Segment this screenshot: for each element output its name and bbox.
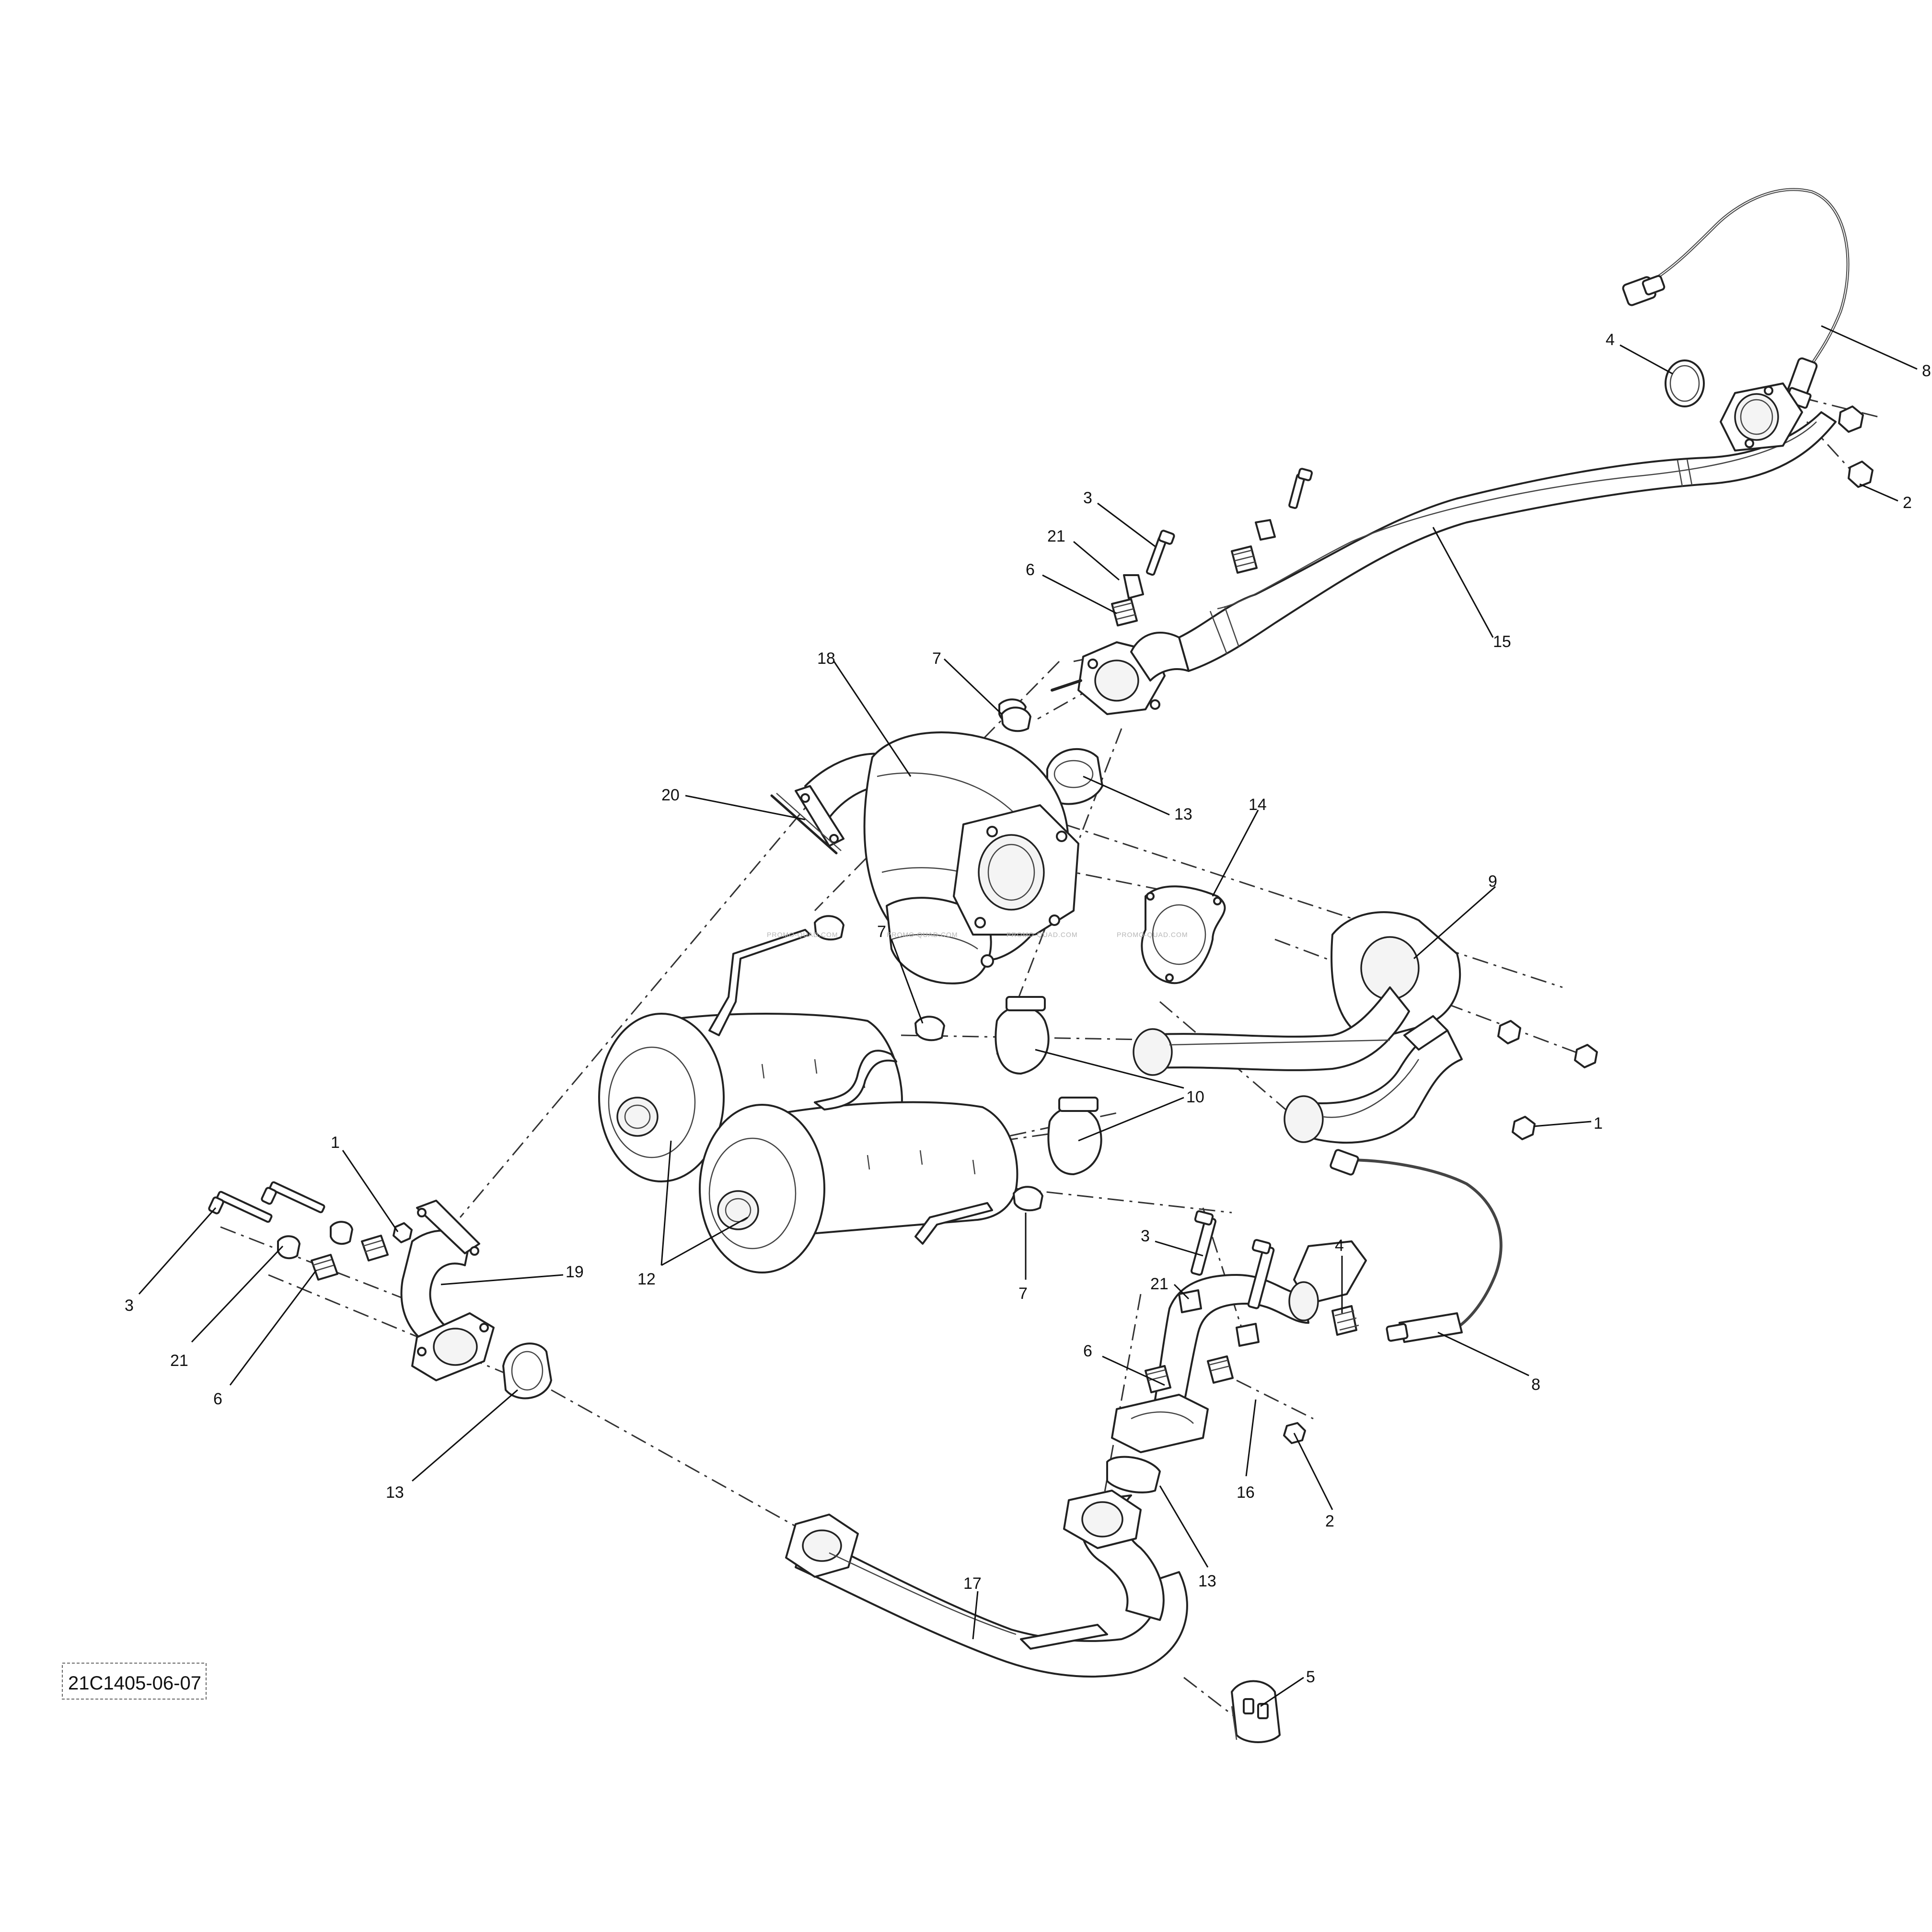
rear-cylinder-pipe (1111, 1240, 1367, 1453)
oxygen-sensor-upper (1622, 188, 1850, 409)
callout-15: 15 (1493, 633, 1511, 651)
callout-2-lower: 2 (1325, 1512, 1334, 1530)
heat-shield-washer (770, 793, 842, 855)
reference-code-box: 21C1405-06-07 (62, 1663, 207, 1700)
muffler-clamps (995, 996, 1102, 1175)
rear-pipe (785, 1490, 1188, 1678)
callout-13-lower: 13 (1198, 1572, 1216, 1590)
callout-12-a: 12 (637, 1270, 656, 1288)
callout-16: 16 (1237, 1483, 1255, 1502)
callout-4-upper: 4 (1606, 331, 1615, 349)
callout-13-left: 13 (386, 1483, 404, 1502)
svg-text:PROMO-QUAD.COM: PROMO-QUAD.COM (767, 931, 838, 938)
callout-1-left: 1 (331, 1134, 340, 1152)
watermark-strip: PROMO-QUAD.COM PROMO-QUAD.COM PROMO-QUAD… (767, 931, 1188, 938)
sealing-ring-lower-left (502, 1342, 552, 1400)
callout-8-lower: 8 (1531, 1376, 1540, 1394)
callout-9: 9 (1488, 872, 1497, 891)
callout-7-middle: 7 (877, 923, 886, 941)
callout-20: 20 (661, 786, 680, 804)
callout-14: 14 (1249, 796, 1267, 814)
callout-3-left: 3 (125, 1296, 134, 1315)
reference-code: 21C1405-06-07 (68, 1673, 201, 1694)
converter-gasket (1141, 885, 1226, 984)
callout-10: 10 (1186, 1088, 1204, 1106)
y-pipe-fasteners (1497, 1020, 1598, 1140)
assembly-axis-lines (220, 397, 1879, 1726)
svg-text:PROMO-QUAD.COM: PROMO-QUAD.COM (1117, 931, 1188, 938)
y-pipe (1133, 911, 1463, 1144)
callout-18: 18 (817, 649, 835, 668)
callout-19: 19 (566, 1263, 584, 1281)
callout-13-upper: 13 (1174, 805, 1192, 823)
callout-21-lower: 21 (1150, 1275, 1168, 1293)
callout-7-lower: 7 (1018, 1284, 1028, 1303)
exhaust-gasket-ring-upper (1665, 359, 1705, 407)
oxygen-sensor-lower (1330, 1149, 1503, 1343)
front-header-pipe (1077, 382, 1837, 715)
muffler-lower (699, 1050, 1018, 1273)
callout-leader-lines (138, 325, 1918, 1707)
callout-5: 5 (1306, 1668, 1315, 1686)
callout-6-left: 6 (213, 1390, 222, 1408)
rear-pipe-fasteners (1106, 1210, 1359, 1493)
callout-17: 17 (963, 1574, 982, 1593)
callout-8-upper: 8 (1922, 362, 1931, 380)
callout-numbers: 8 4 2 15 3 21 6 7 18 13 20 14 9 7 10 1 1… (125, 331, 1931, 1686)
callout-6-upper: 6 (1026, 561, 1035, 579)
callout-7-upper: 7 (932, 649, 941, 668)
catalytic-converter (795, 731, 1079, 984)
callout-3-lower: 3 (1141, 1227, 1150, 1245)
callout-2-upper: 2 (1903, 494, 1912, 512)
rear-header-pipe (400, 1200, 495, 1381)
svg-text:PROMO-QUAD.COM: PROMO-QUAD.COM (1006, 931, 1078, 938)
svg-text:PROMO-QUAD.COM: PROMO-QUAD.COM (887, 931, 958, 938)
rubber-mount-grommet (1231, 1680, 1281, 1743)
callout-1-right: 1 (1594, 1114, 1603, 1133)
callout-21-left: 21 (170, 1352, 188, 1370)
callout-4-lower: 4 (1335, 1237, 1344, 1255)
rear-header-fasteners (208, 1181, 413, 1281)
callout-3-upper: 3 (1083, 489, 1092, 507)
callout-6-lower: 6 (1083, 1342, 1092, 1360)
callout-21-upper: 21 (1047, 527, 1065, 545)
